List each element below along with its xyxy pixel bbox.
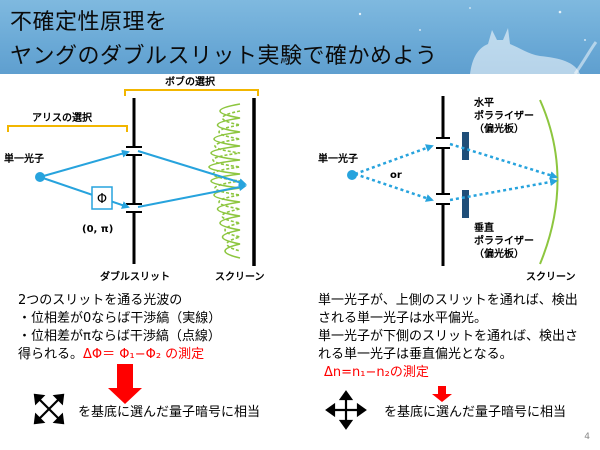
beam-lower-screen — [137, 183, 247, 208]
photon-source-left — [35, 172, 45, 182]
left-text-line4: 得られる。ΔΦ＝ Φ₁−Φ₂ の測定 — [18, 346, 204, 363]
title-banner: 不確定性原理を ヤングのダブルスリット実験で確かめよう — [0, 0, 600, 74]
alice-choice-label: アリスの選択 — [32, 111, 93, 124]
cat-silhouette-icon — [470, 28, 580, 74]
photon-source-right — [347, 170, 357, 180]
phase-symbol: Φ — [97, 192, 107, 207]
left-text-line4-black: 得られる。 — [18, 347, 84, 362]
phase-difference-measurement: ΔΦ＝ Φ₁−Φ₂ の測定 — [83, 347, 205, 362]
double-slit-wall — [126, 98, 142, 264]
or-label: or — [390, 170, 402, 181]
vertical-polarizer-line3: （偏光板） — [474, 247, 524, 260]
beam-source-upper — [39, 149, 130, 178]
double-slit-label: ダブルスリット — [100, 270, 170, 283]
right-double-slit-wall — [436, 96, 450, 266]
left-conclusion: を基底に選んだ量子暗号に相当 — [78, 405, 261, 420]
single-photon-label-left: 単一光子 — [4, 152, 44, 165]
right-screen-curve — [539, 99, 559, 265]
beam-upper-screen — [137, 150, 247, 187]
left-text-line2: ・位相差が0ならば干渉縞（実線） — [18, 311, 222, 326]
left-diagram: Φ ボブの選択 アリスの選択 単一光子 (0, π) ダブルスリット スクリーン — [4, 75, 265, 283]
title-line-2: ヤングのダブルスリット実験で確かめよう — [10, 44, 438, 69]
horizontal-polarizer-line2: ポラライザー — [474, 109, 534, 122]
interference-solid — [208, 103, 241, 259]
bob-bracket — [124, 89, 259, 96]
horizontal-polarizer-line3: （偏光板） — [474, 122, 524, 135]
vertical-polarizer-line1: 垂直 — [474, 221, 494, 234]
left-text-line1: 2つのスリットを通る光波の — [18, 293, 183, 308]
right-text-line2: される単一光子は水平偏光。 — [318, 311, 488, 326]
horizontal-polarizer — [462, 132, 469, 160]
phase-values-label: (0, π) — [82, 224, 113, 235]
right-diagram: 単一光子 or 水平 ポラライザー （偏光板） 垂直 ポラライザー （偏光板） … — [318, 96, 576, 283]
bob-choice-label: ボブの選択 — [165, 75, 216, 88]
right-screen-label: スクリーン — [526, 271, 576, 283]
title-line-1: 不確定性原理を — [10, 10, 168, 35]
vertical-polarizer — [462, 190, 469, 218]
diagrams: Φ ボブの選択 アリスの選択 単一光子 (0, π) ダブルスリット スクリーン… — [4, 75, 576, 430]
dotted-beam-2 — [354, 172, 434, 202]
page-number: 4 — [584, 432, 590, 442]
single-photon-label-right: 単一光子 — [318, 152, 358, 165]
alice-bracket — [7, 125, 128, 132]
dotted-beam-1 — [354, 144, 434, 176]
photon-number-measurement: Δn=n₁−n₂の測定 — [324, 365, 429, 380]
vertical-polarizer-line2: ポラライザー — [474, 234, 534, 247]
left-text-line3: ・位相差がπならば干渉縞（点線） — [18, 329, 221, 344]
red-down-arrow-left — [108, 364, 142, 404]
right-text-line4: れる単一光子は垂直偏光となる。 — [318, 347, 513, 362]
left-screen-label: スクリーン — [215, 271, 265, 283]
rectilinear-basis-icon — [325, 390, 367, 430]
diagonal-basis-icon — [33, 393, 65, 425]
horizontal-polarizer-line1: 水平 — [473, 96, 494, 109]
phase-shifter-box — [91, 186, 113, 210]
red-down-arrow-right — [432, 386, 452, 402]
banner-decoration — [358, 7, 598, 74]
right-text-line1: 単一光子が、上側のスリットを通れば、検出 — [318, 293, 578, 308]
right-conclusion: を基底に選んだ量子暗号に相当 — [384, 405, 567, 420]
right-text-line3: 単一光子が下側のスリットを通れば、検出さ — [318, 329, 579, 344]
beam-source-lower — [39, 176, 130, 209]
dotted-beam-3 — [449, 142, 558, 180]
